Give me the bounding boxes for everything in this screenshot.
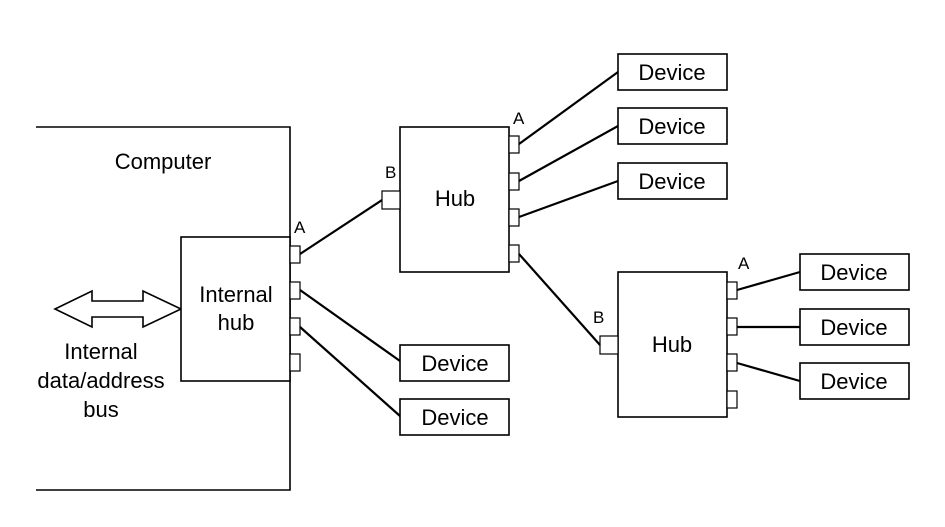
device-box [799, 362, 910, 400]
internal-hub-port-a-label: A [294, 218, 306, 237]
hub-2-upstream-port [599, 335, 619, 355]
hub-2-label: Hub [652, 332, 692, 357]
device-box [399, 344, 510, 382]
device-box [799, 253, 910, 291]
device-label: Device [638, 169, 705, 194]
hub-2-port-3 [726, 353, 738, 372]
internal-hub-port-4 [289, 353, 301, 372]
internal-hub-box [180, 236, 291, 382]
hub-1-upstream-port [381, 190, 401, 210]
wire-hub-1-to-hub-2 [518, 253, 601, 346]
wire-hub-1-to-device-1 [518, 71, 619, 145]
hub-1-label: Hub [435, 186, 475, 211]
internal-hub-port-2 [289, 281, 301, 300]
hub-2-port-b-label: B [593, 308, 604, 327]
hub-2-port-a-label: A [738, 254, 750, 273]
hub-1-port-a-label: A [513, 109, 525, 128]
device-label: Device [421, 405, 488, 430]
bus-label-line-1: Internal [64, 339, 137, 364]
hub-1-port-3 [508, 208, 520, 227]
device-label: Device [820, 260, 887, 285]
hub-2-port-1 [726, 281, 738, 300]
device-box [617, 107, 728, 145]
device-label: Device [421, 351, 488, 376]
device-box [799, 308, 910, 346]
internal-hub-port-3 [289, 317, 301, 336]
device-label: Device [820, 369, 887, 394]
wire-internal-to-hub-1 [299, 199, 383, 255]
device-box [617, 53, 728, 91]
hub-2-port-4 [726, 390, 738, 409]
hub-2-port-2 [726, 317, 738, 336]
wire-hub-2-to-device-3 [736, 361, 801, 383]
hub-1-port-b-label: B [385, 163, 396, 182]
device-box [399, 398, 510, 436]
internal-hub-label-line-2: hub [218, 310, 255, 335]
wire-internal-to-device-2 [299, 326, 401, 417]
computer-label: Computer [115, 149, 212, 174]
bus-label-line-3: bus [83, 397, 118, 422]
wire-hub-1-to-device-2 [518, 125, 619, 182]
internal-hub-label-line-1: Internal [199, 282, 272, 307]
device-label: Device [638, 114, 705, 139]
hub-1-port-2 [508, 172, 520, 191]
bus-double-arrow-icon [53, 289, 183, 329]
bus-label-line-2: data/address [37, 368, 164, 393]
hub-1-box [399, 126, 510, 273]
hub-1-port-1 [508, 135, 520, 154]
hub-2-box [617, 271, 728, 418]
wire-hub-1-to-device-3 [518, 179, 619, 219]
wire-internal-to-device-1 [299, 289, 401, 362]
device-label: Device [638, 60, 705, 85]
device-label: Device [820, 315, 887, 340]
device-box [617, 162, 728, 200]
internal-hub-port-1 [289, 245, 301, 264]
hub-1-port-4 [508, 244, 520, 263]
wire-hub-2-to-device-1 [736, 270, 801, 292]
